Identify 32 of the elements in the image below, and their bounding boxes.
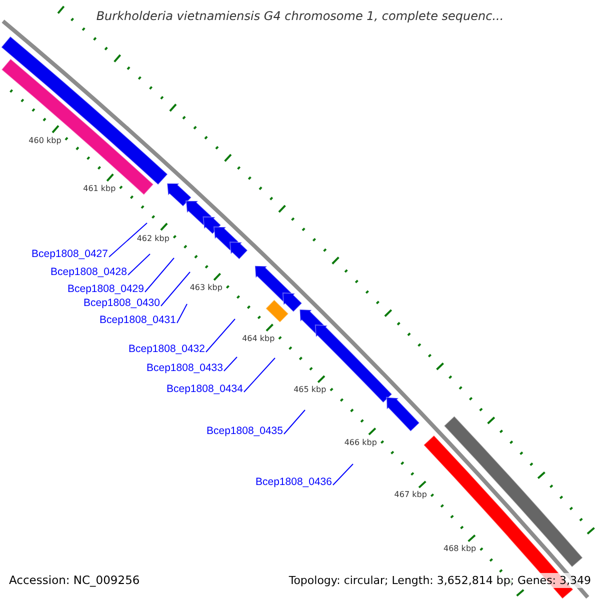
leader-line: [160, 272, 190, 306]
scale-label: 467 kbp: [394, 490, 427, 500]
scale-label: 460 kbp: [28, 136, 62, 146]
leader-line: [144, 258, 174, 292]
leader-line: [284, 410, 306, 434]
gene-label: Bcep1808_0430: [84, 296, 160, 310]
scale-label: 464 kbp: [242, 334, 275, 344]
leader-line: [108, 222, 148, 258]
gene-label: Bcep1808_0434: [166, 382, 243, 396]
scale-label: 465 kbp: [294, 385, 326, 396]
leader-line: [224, 356, 238, 372]
accession-text: Accession: NC_009256: [9, 573, 140, 588]
gene-label: Bcep1808_0431: [100, 313, 176, 327]
map-title: Burkholderia vietnamiensis G4 chromosome 1, complete sequenc...: [96, 9, 504, 24]
genome-summary-text: Topology: circular; Length: 3,652,814 bp; Genes: 3,349: [288, 573, 591, 588]
gene-label: Bcep1808_0435: [206, 424, 283, 438]
scale-label: 468 kbp: [444, 544, 476, 554]
gene-label: Bcep1808_0429: [68, 282, 144, 296]
gene-label: Bcep1808_0427: [32, 247, 108, 261]
leader-line: [128, 254, 150, 276]
scale-label: 462 kbp: [136, 234, 170, 244]
leader-line: [176, 304, 188, 324]
gene-label: Bcep1808_0428: [50, 265, 127, 279]
leader-line: [206, 318, 236, 352]
leader-line: [332, 464, 354, 486]
gene-label: Bcep1808_0432: [128, 342, 205, 356]
leader-line: [244, 358, 276, 392]
gene-label: Bcep1808_0436: [256, 475, 332, 489]
scale-label: 461 kbp: [83, 184, 116, 194]
gene-label: Bcep1808_0433: [146, 361, 223, 375]
scale-label: 466 kbp: [344, 438, 377, 448]
scale-label: 463 kbp: [190, 283, 222, 294]
